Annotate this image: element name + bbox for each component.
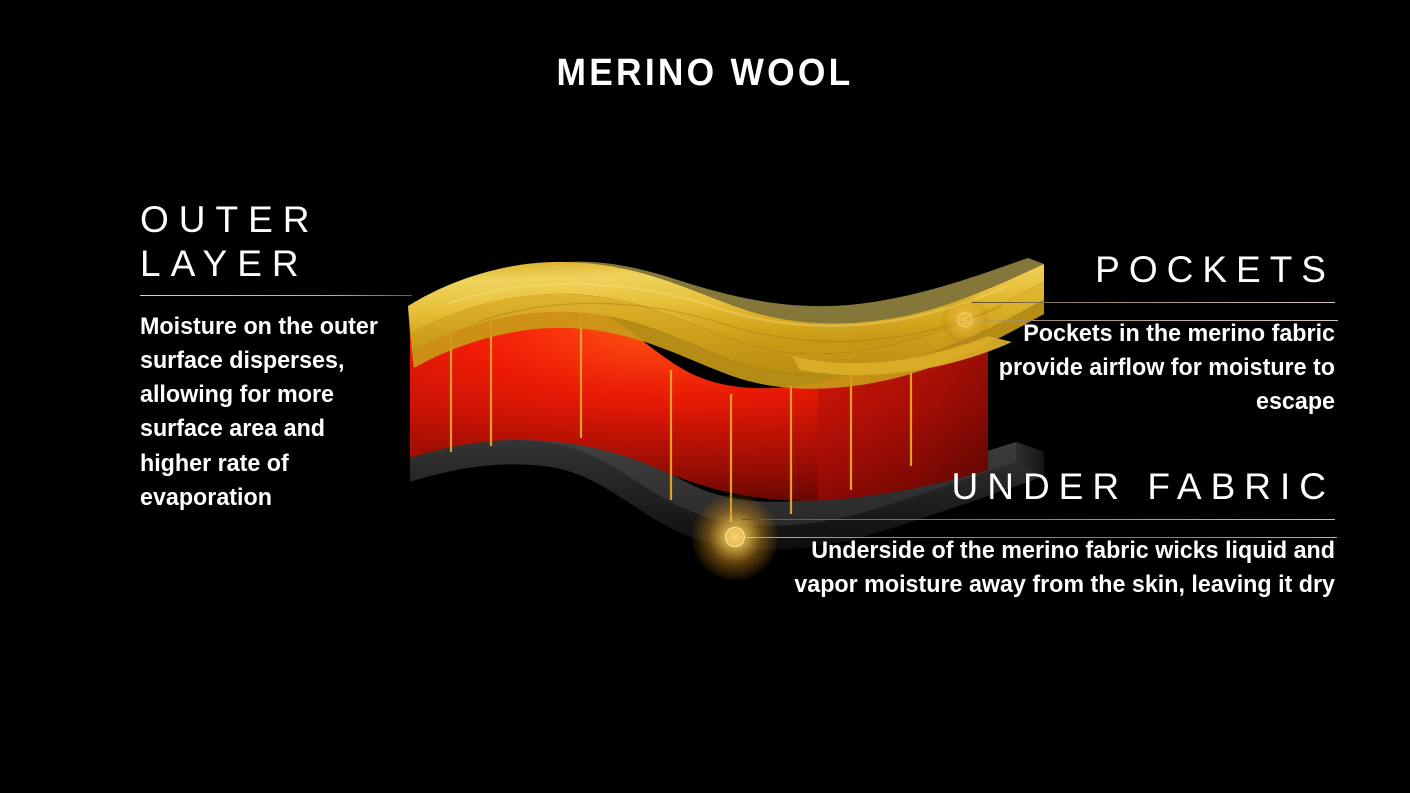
merino-wool-cross-section-diagram <box>388 238 1048 568</box>
callout-divider-pockets <box>972 301 1335 303</box>
page-title: MERINO WOOL <box>556 52 854 94</box>
callout-marker-pockets <box>941 296 989 344</box>
callout-divider-under-fabric <box>742 518 1335 520</box>
leader-line-pockets <box>962 320 1338 321</box>
callout-divider-outer-layer <box>140 295 412 297</box>
marker-ring <box>725 527 745 547</box>
callout-heading-outer-layer: OUTER LAYER <box>140 199 320 284</box>
callout-heading-pockets: POCKETS <box>1095 249 1335 290</box>
callout-under-fabric: UNDER FABRIC Underside of the merino fab… <box>742 465 1335 602</box>
marker-ring <box>957 312 973 328</box>
outer-layer-sheet <box>408 258 1044 389</box>
leader-line-under-fabric <box>733 537 1337 538</box>
callout-body-outer-layer: Moisture on the outer surface disperses,… <box>140 313 378 511</box>
callout-marker-under-fabric <box>692 494 778 580</box>
callout-outer-layer: OUTER LAYER Moisture on the outer surfac… <box>140 198 412 515</box>
callout-pockets: POCKETS Pockets in the merino fabric pro… <box>972 248 1335 419</box>
callout-heading-under-fabric: UNDER FABRIC <box>951 466 1335 507</box>
callout-body-under-fabric: Underside of the merino fabric wicks liq… <box>794 536 1335 598</box>
callout-body-pockets: Pockets in the merino fabric provide air… <box>998 319 1335 415</box>
